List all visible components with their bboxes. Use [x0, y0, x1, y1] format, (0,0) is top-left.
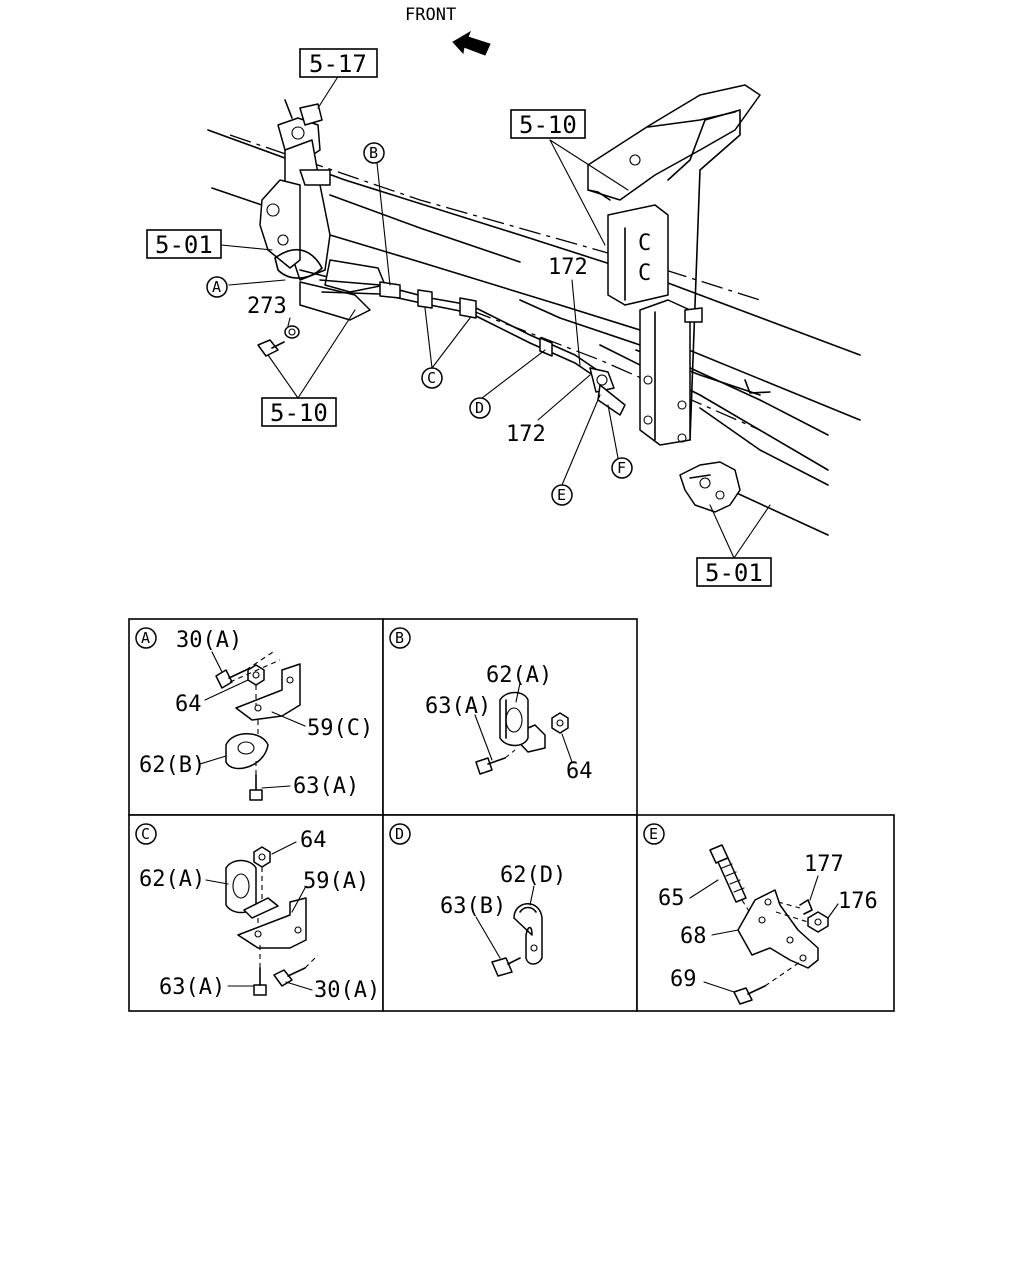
svg-text:C: C — [638, 261, 651, 286]
svg-text:B: B — [395, 629, 404, 647]
label-64: 64 — [566, 759, 593, 784]
svg-text:C: C — [427, 369, 436, 387]
parking-brake-cable — [319, 279, 626, 416]
label-62A: 62(A) — [486, 663, 552, 688]
label-62B: 62(B) — [139, 753, 205, 778]
ref-5-01-right: 5-01 — [705, 559, 763, 587]
label-176: 176 — [838, 889, 878, 914]
svg-text:A: A — [141, 629, 150, 647]
ref-5-01-left: 5-01 — [155, 231, 213, 259]
washer-273 — [284, 325, 300, 339]
label-177: 177 — [804, 852, 844, 877]
label-64: 64 — [300, 828, 327, 853]
front-label: FRONT — [405, 5, 456, 25]
marker-B: B — [363, 142, 385, 164]
label-64: 64 — [175, 692, 202, 717]
detail-panel-B: B 62(A) 63(A) 64 — [389, 627, 593, 784]
marker-F: F — [611, 457, 633, 479]
label-63A: 63(A) — [293, 774, 359, 799]
marker-C: C — [421, 367, 443, 389]
label-59C: 59(C) — [307, 716, 373, 741]
svg-text:C: C — [141, 825, 150, 843]
label-69: 69 — [670, 967, 697, 992]
svg-text:A: A — [212, 278, 221, 296]
ref-5-17: 5-17 — [309, 50, 367, 78]
detail-panel-E: E 177 65 176 68 69 — [643, 823, 878, 1005]
marker-A: A — [206, 276, 228, 298]
label-65: 65 — [658, 886, 685, 911]
ref-5-10-top: 5-10 — [519, 111, 577, 139]
part-172-bottom: 172 — [506, 422, 546, 447]
brake-lever-assembly — [259, 99, 386, 321]
label-62D: 62(D) — [500, 863, 566, 888]
svg-text:B: B — [369, 144, 378, 162]
svg-text:F: F — [617, 459, 626, 477]
front-arrow-icon — [452, 30, 491, 56]
label-62A: 62(A) — [139, 867, 205, 892]
label-30A: 30(A) — [314, 978, 380, 1003]
detail-panel-A: A 30(A) 64 59(C) 62(B) 63(A) — [135, 627, 373, 801]
mounting-bolt — [257, 339, 285, 357]
part-172-top: 172 — [548, 255, 588, 280]
svg-text:C: C — [638, 231, 651, 256]
marker-E: E — [551, 484, 573, 506]
ref-5-10-bottom: 5-10 — [270, 399, 328, 427]
label-68: 68 — [680, 924, 707, 949]
label-30A: 30(A) — [176, 628, 242, 653]
marker-D: D — [469, 397, 491, 419]
label-63A: 63(A) — [159, 975, 225, 1000]
part-273: 273 — [247, 294, 287, 319]
right-mount-bracket — [679, 461, 741, 513]
svg-text:D: D — [395, 825, 404, 843]
cab-mount-bracket: C C — [587, 84, 761, 446]
label-63A: 63(A) — [425, 694, 491, 719]
main-assembly-view: FRONT C C — [146, 5, 861, 587]
leader-lines — [220, 74, 771, 559]
svg-text:D: D — [475, 399, 484, 417]
svg-text:E: E — [649, 825, 658, 843]
detail-panel-C: C 64 62(A) 59(A) 63(A) 30(A) — [135, 823, 380, 1003]
svg-text:E: E — [557, 486, 566, 504]
label-63B: 63(B) — [440, 894, 506, 919]
detail-panel-D: D 62(D) 63(B) — [389, 823, 566, 977]
label-59A: 59(A) — [303, 869, 369, 894]
